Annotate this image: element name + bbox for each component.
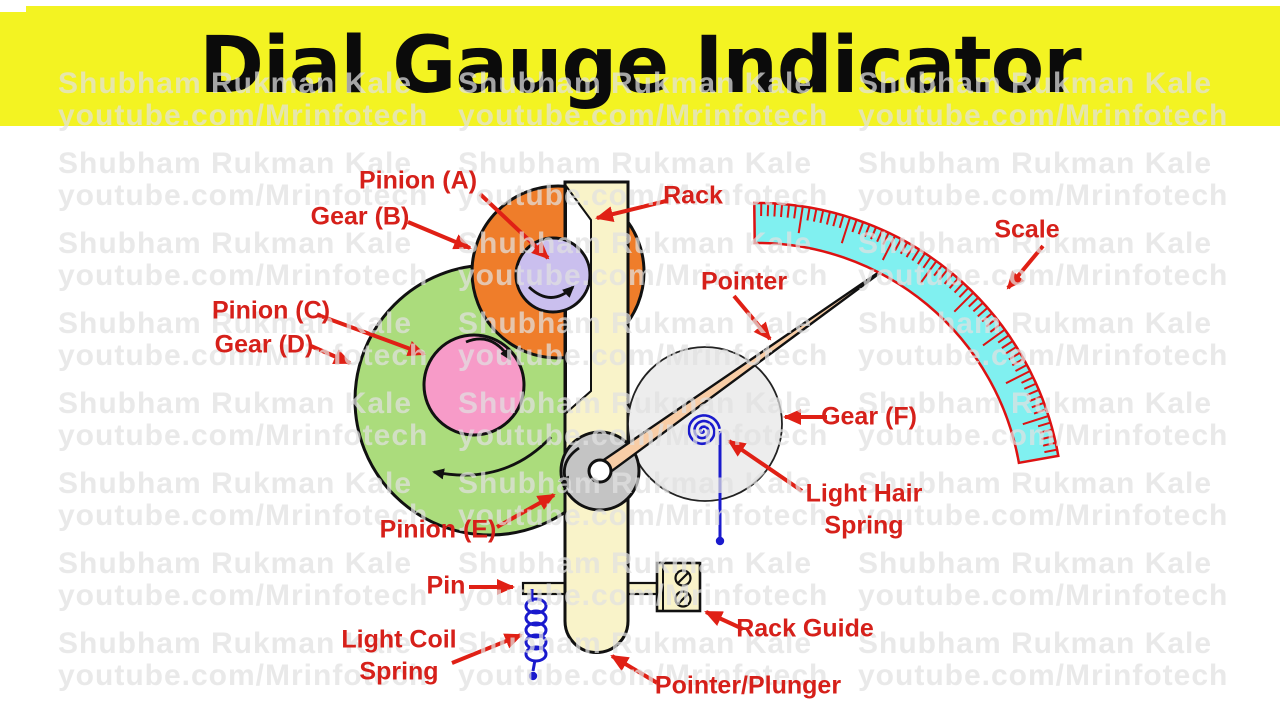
callout-arrow-light-hair-spring-1 <box>727 439 804 493</box>
callout-arrow-rack-guide <box>704 610 744 631</box>
rotation-arrow-pinion-c <box>465 337 512 361</box>
callout-arrow-rack <box>595 199 667 222</box>
callout-arrows <box>310 192 1045 686</box>
coil-spring-bottom-wire <box>531 659 537 672</box>
banner-corner <box>0 0 26 12</box>
page-title: Dial Gauge Indicator <box>199 21 1081 111</box>
callout-arrow-gear-b <box>407 220 472 250</box>
light-hair-spring-spiral <box>687 414 721 446</box>
gear-f-circle <box>627 346 783 502</box>
rotation-arrow-pinion-e <box>558 446 580 489</box>
light-coil-spring-coils <box>524 597 548 663</box>
pinion-c-circle <box>422 333 526 437</box>
rack-guide-screws <box>674 569 692 608</box>
callout-arrow-pointer-plunger <box>610 654 661 686</box>
callout-arrow-pinion-e <box>496 493 556 529</box>
callout-arrow-light-coil-spring-1 <box>451 633 523 665</box>
callout-arrow-scale <box>1006 244 1045 290</box>
callout-arrow-pinion-c <box>317 313 426 356</box>
callout-arrow-pointer <box>732 294 772 341</box>
coil-spring-anchor-dot <box>528 671 538 681</box>
pinion-a-circle <box>514 236 592 314</box>
rotation-arrow-gear-d <box>432 436 553 480</box>
callout-arrow-pinion-a <box>478 192 550 260</box>
callout-arrow-gear-d <box>310 344 352 365</box>
scale-tick-marks <box>753 202 1058 454</box>
pointer-pivot <box>587 458 613 484</box>
title-banner: Dial Gauge Indicator <box>0 6 1280 126</box>
rotation-arrow-pinion-a <box>528 285 575 299</box>
hair-spring-anchor-dot <box>715 536 725 546</box>
